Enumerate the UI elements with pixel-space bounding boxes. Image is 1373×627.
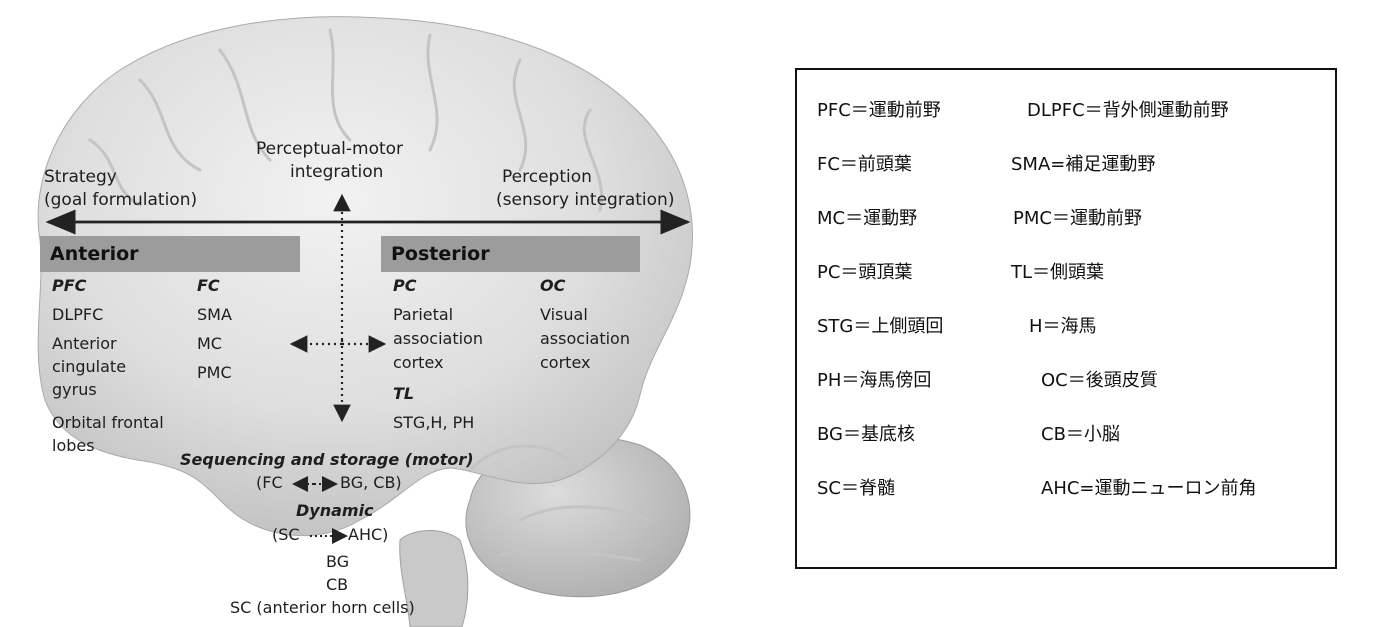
- posterior-col2-item: association: [540, 330, 630, 349]
- brain-figure: Strategy (goal formulation) Perceptual-m…: [0, 0, 760, 627]
- sequencing-left: (FC: [256, 474, 283, 493]
- anterior-col1-item: cingulate: [52, 358, 126, 377]
- legend-left: PFC＝運動前野: [817, 96, 941, 122]
- anterior-col1-item: DLPFC: [52, 306, 103, 325]
- posterior-col1-title2: TL: [393, 385, 414, 404]
- posterior-col1-item: cortex: [393, 354, 443, 373]
- dynamic-item: SC (anterior horn cells): [230, 599, 415, 618]
- legend-right: PMC＝運動前野: [1013, 204, 1142, 230]
- legend-right: OC＝後頭皮質: [1041, 366, 1158, 392]
- legend-left: SC＝脊髄: [817, 474, 895, 500]
- posterior-col1-item: association: [393, 330, 483, 349]
- posterior-heading: Posterior: [381, 236, 640, 272]
- sequencing-right: BG, CB): [340, 474, 402, 493]
- legend-left: BG＝基底核: [817, 420, 915, 446]
- axis-center-label-1: Perceptual-motor: [256, 139, 403, 159]
- posterior-col2-title: OC: [540, 277, 565, 296]
- anterior-col1-item: lobes: [52, 437, 95, 456]
- sequencing-title: Sequencing and storage (motor): [180, 451, 474, 470]
- axis-right-label-1: Perception: [502, 167, 592, 187]
- dynamic-item: BG: [326, 553, 349, 572]
- legend-right: CB＝小脳: [1041, 420, 1120, 446]
- axis-right-label-2: (sensory integration): [496, 190, 674, 210]
- axis-left-label-1: Strategy: [44, 167, 117, 187]
- legend-right: H＝海馬: [1029, 312, 1097, 338]
- anterior-col2-item: SMA: [197, 306, 232, 325]
- dynamic-left: (SC: [272, 526, 300, 545]
- axis-left-label-2: (goal formulation): [44, 190, 197, 210]
- anterior-col1-item: gyrus: [52, 381, 97, 400]
- legend-right: SMA=補足運動野: [1011, 150, 1155, 176]
- axis-center-label-2: integration: [290, 162, 383, 182]
- legend-right: TL＝側頭葉: [1011, 258, 1104, 284]
- anterior-col1-item: Anterior: [52, 335, 117, 354]
- posterior-col1-title: PC: [393, 277, 416, 296]
- anterior-col2-title: FC: [197, 277, 220, 296]
- legend-left: PH＝海馬傍回: [817, 366, 931, 392]
- posterior-col2-item: cortex: [540, 354, 590, 373]
- dynamic-title: Dynamic: [296, 502, 374, 521]
- posterior-col1-item2: STG,H, PH: [393, 414, 474, 433]
- abbreviation-legend: PFC＝運動前野 DLPFC＝背外側運動前野 FC＝前頭葉 SMA=補足運動野 …: [795, 68, 1337, 569]
- anterior-col1-title: PFC: [52, 277, 86, 296]
- legend-left: MC＝運動野: [817, 204, 917, 230]
- anterior-col1-item: Orbital frontal: [52, 414, 164, 433]
- legend-left: PC＝頭頂葉: [817, 258, 912, 284]
- anterior-col2-item: PMC: [197, 364, 232, 383]
- legend-right: AHC=運動ニューロン前角: [1041, 474, 1257, 500]
- legend-left: STG＝上側頭回: [817, 312, 943, 338]
- dynamic-item: CB: [326, 576, 348, 595]
- legend-right: DLPFC＝背外側運動前野: [1027, 96, 1229, 122]
- anterior-col2-item: MC: [197, 335, 222, 354]
- legend-left: FC＝前頭葉: [817, 150, 912, 176]
- anterior-heading: Anterior: [40, 236, 300, 272]
- posterior-col2-item: Visual: [540, 306, 588, 325]
- posterior-col1-item: Parietal: [393, 306, 453, 325]
- dynamic-right: AHC): [348, 526, 388, 545]
